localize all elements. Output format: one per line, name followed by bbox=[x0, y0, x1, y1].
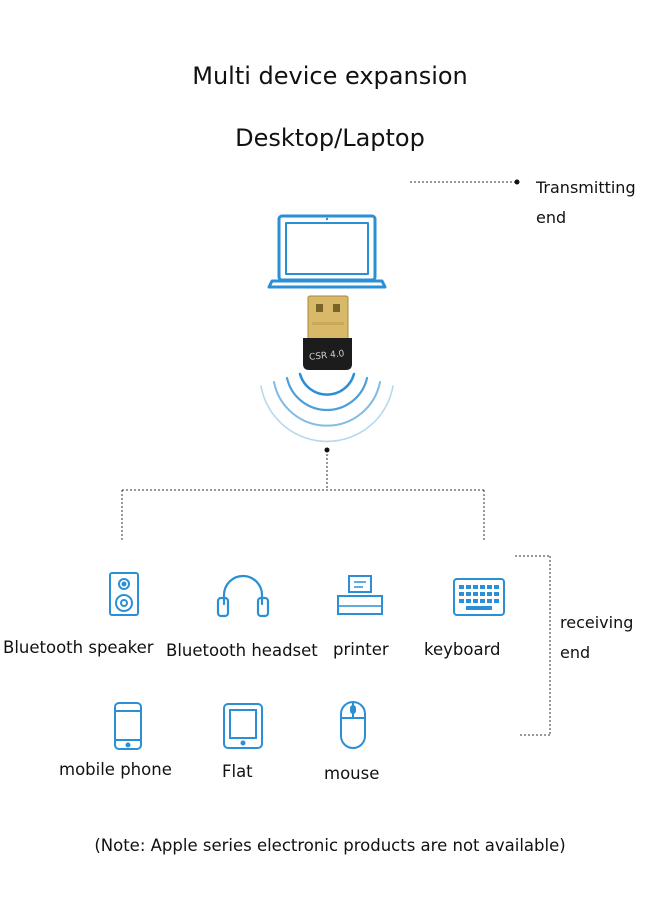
device-label-tablet: Flat bbox=[222, 762, 253, 781]
printer-icon bbox=[337, 575, 383, 615]
phone-icon bbox=[114, 702, 142, 750]
diagram-title: Multi device expansion bbox=[192, 62, 468, 90]
laptop-icon bbox=[267, 214, 387, 289]
adapter-text: CSR 4.0 bbox=[309, 349, 346, 363]
receiving-bracket bbox=[515, 555, 551, 736]
receiving-end-label: receiving end bbox=[560, 613, 634, 662]
device-label-keyboard: keyboard bbox=[424, 640, 501, 659]
device-label-speaker: Bluetooth speaker bbox=[3, 638, 154, 657]
device-label-headset: Bluetooth headset bbox=[166, 641, 318, 660]
host-label: Desktop/Laptop bbox=[235, 124, 425, 152]
usb-adapter-icon: CSR 4.0 bbox=[303, 295, 352, 370]
headset-icon bbox=[216, 574, 270, 618]
device-label-mouse: mouse bbox=[324, 764, 380, 783]
tree-top-dot bbox=[324, 447, 330, 453]
note-text: (Note: Apple series electronic products … bbox=[94, 836, 566, 855]
tree-connector bbox=[121, 450, 485, 540]
tablet-icon bbox=[223, 703, 263, 749]
signal-waves-icon bbox=[260, 372, 394, 443]
speaker-icon bbox=[109, 572, 139, 616]
keyboard-icon bbox=[453, 578, 505, 616]
mouse-icon bbox=[340, 701, 366, 749]
device-label-printer: printer bbox=[333, 640, 389, 659]
transmitting-leader-dot bbox=[514, 179, 520, 185]
transmitting-end-label: Transmitting end bbox=[536, 178, 636, 227]
device-label-phone: mobile phone bbox=[59, 760, 172, 779]
